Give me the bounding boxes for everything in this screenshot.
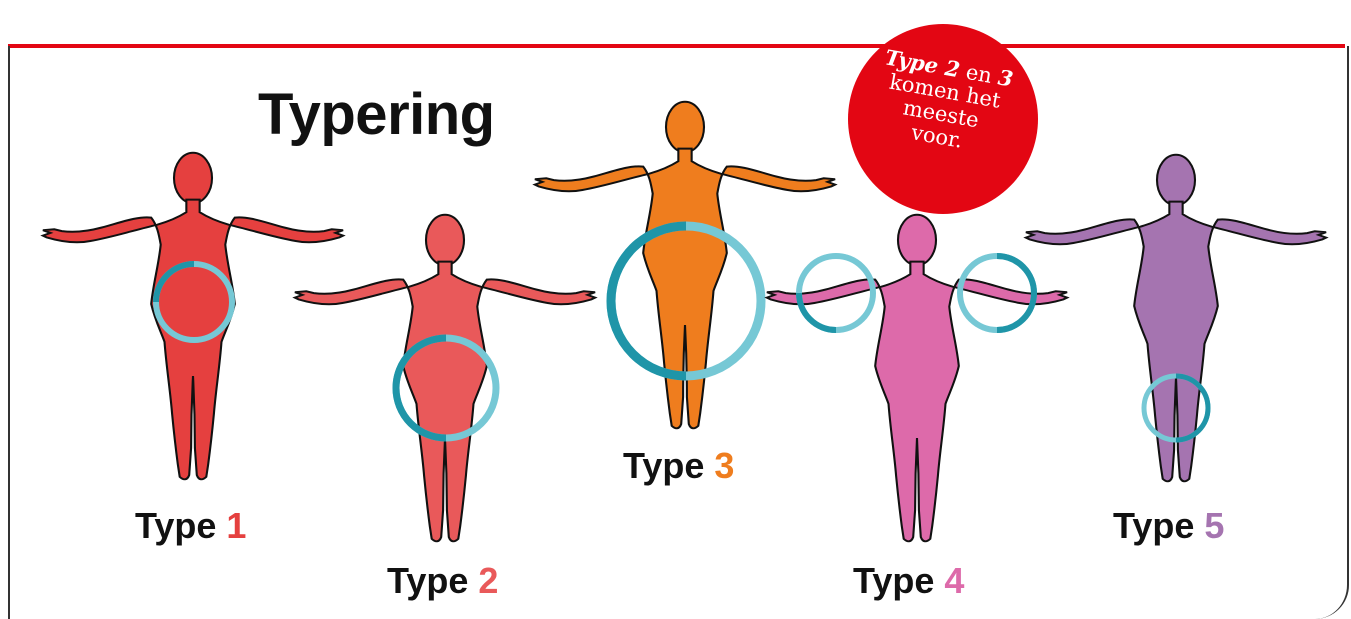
badge-text: Type 2 en 3 komen het meeste voor. (841, 40, 1044, 165)
label-type-number: 1 (226, 505, 246, 546)
figure-type-4 (767, 215, 1067, 542)
label-type-word: Type (387, 560, 468, 601)
label-type-word: Type (623, 445, 704, 486)
label-type-word: Type (853, 560, 934, 601)
label-type-word: Type (135, 505, 216, 546)
info-badge: Type 2 en 3 komen het meeste voor. (848, 24, 1038, 214)
figure-type-2 (295, 215, 595, 542)
figure-type-5 (1026, 155, 1326, 482)
label-type-word: Type (1113, 505, 1194, 546)
label-type-number: 3 (714, 445, 734, 486)
badge-type3: 3 (996, 64, 1015, 91)
figure-type-3 (535, 102, 835, 429)
label-type-number: 2 (478, 560, 498, 601)
label-type-number: 4 (944, 560, 964, 601)
label-type-number: 5 (1204, 505, 1224, 546)
figure-type-1 (43, 153, 343, 480)
